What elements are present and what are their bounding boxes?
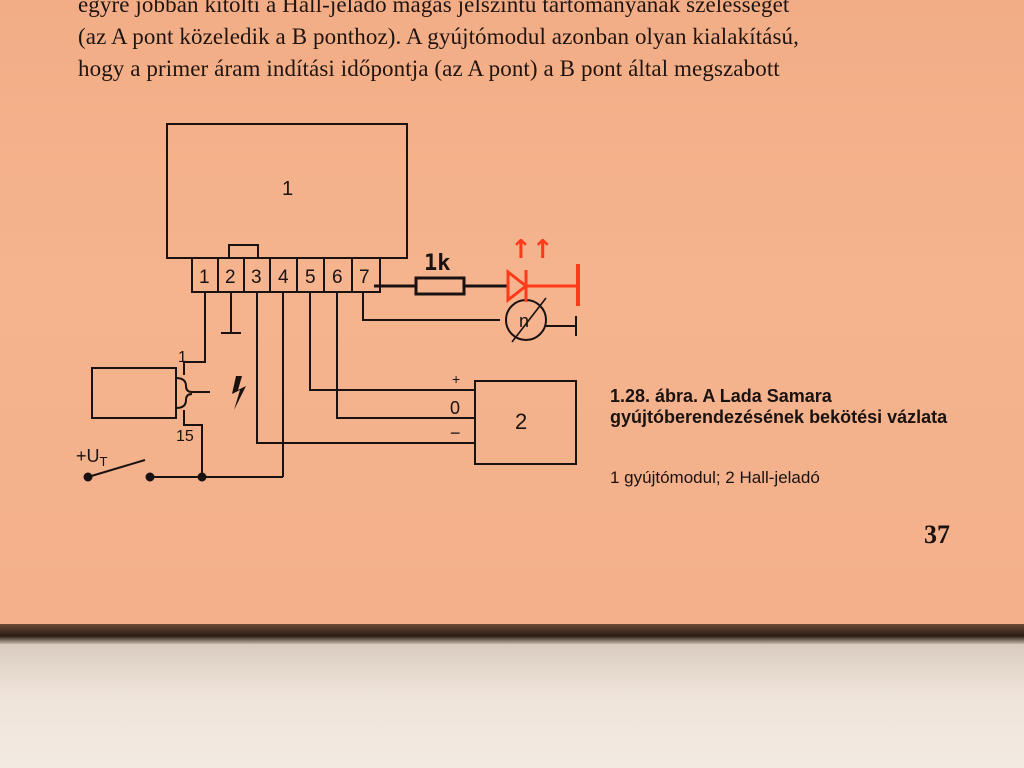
body-text-line: (az A pont közeledik a B ponthoz). A gyú… <box>78 24 799 49</box>
supply-label: +UT <box>76 446 108 469</box>
hall-plus-label: + <box>452 371 460 387</box>
ignition-module-label: 1 <box>282 178 293 200</box>
desk-surface <box>0 644 1024 768</box>
wiring-diagram: 1 1 2 3 4 5 6 7 <box>76 123 580 482</box>
pin-label: 3 <box>251 267 262 288</box>
pin-label: 2 <box>225 267 236 288</box>
hall-sensor-label: 2 <box>515 409 527 434</box>
led-symbol <box>506 268 529 304</box>
page-number: 37 <box>924 520 950 549</box>
pin-label: 1 <box>199 267 210 288</box>
wires <box>87 292 500 478</box>
book-page: egyre jobban kitölti a Hall-jeladó magas… <box>0 0 1024 632</box>
pin-bridge <box>228 244 259 258</box>
body-text-line: egyre jobban kitölti a Hall-jeladó magas… <box>78 0 790 17</box>
hall-zero-label: 0 <box>450 398 460 418</box>
pin-label: 7 <box>359 267 370 288</box>
spark-bolt-icon <box>232 376 246 410</box>
tachometer-label: n <box>519 311 529 331</box>
body-text-line: hogy a primer áram indítási időpontja (a… <box>78 56 780 81</box>
coil-terminal-15: 15 <box>176 428 194 445</box>
figure-caption-title: 1.28. ábra. A Lada Samara gyújtóberendez… <box>610 386 948 427</box>
hall-sensor-box <box>474 380 577 465</box>
led-light-arrows: ↑↑ <box>510 235 554 265</box>
pin-label: 6 <box>332 267 343 288</box>
resistor-label: 1k <box>424 251 451 276</box>
page-edge <box>0 624 1024 644</box>
resistor-symbol <box>414 276 466 296</box>
coil-terminal-1: 1 <box>178 349 187 366</box>
connector-strip <box>191 257 381 293</box>
ignition-coil <box>91 367 177 419</box>
hall-minus-label: − <box>450 423 461 443</box>
figure-caption-legend: 1 gyújtómodul; 2 Hall-jeladó <box>610 468 820 487</box>
handdrawn-addition: 1k ↑↑ <box>374 235 580 306</box>
pin-label: 4 <box>278 267 289 288</box>
pin-label: 5 <box>305 267 316 288</box>
